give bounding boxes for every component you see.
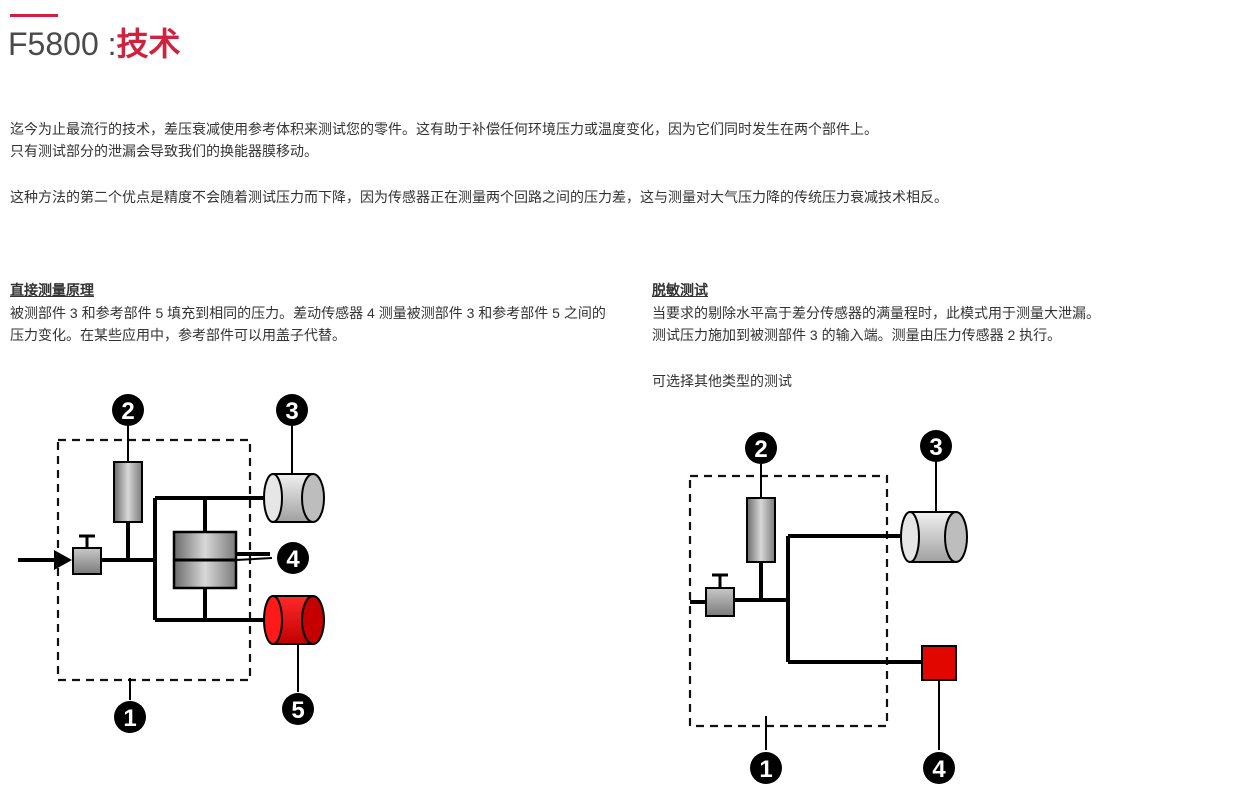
marker-1-label: 1 [123,705,136,732]
leader-lines [127,426,299,700]
intro-line-1: 迄今为止最流行的技术，差压衰减使用参考体积来测试您的零件。这有助于补偿任何环境压… [10,121,878,137]
marker-1: 1 [114,701,146,733]
marker-2-label: 2 [754,436,767,463]
marker-5: 5 [282,693,314,725]
desensitized-text-3: 可选择其他类型的测试 [652,373,792,389]
marker-3: 3 [920,430,952,462]
valve-icon [705,573,735,617]
marker-2: 2 [112,394,144,426]
direct-measurement-diagram: 2 3 4 1 5 [18,394,325,733]
marker-3: 3 [276,394,308,426]
marker-4-label: 4 [286,546,300,573]
leader-lines [760,462,940,750]
marker-4-label: 4 [932,756,946,783]
marker-1-label: 1 [759,756,772,783]
pressure-sensor [113,461,143,523]
inlet-arrow-icon [18,550,72,570]
title-model: F5800 [8,26,99,62]
marker-5-label: 5 [291,697,304,724]
differential-sensor [172,530,238,590]
page-title: F5800 :技术 [8,24,181,64]
title-accent: 技术 [116,26,181,62]
marker-4: 4 [923,752,955,784]
test-part-cylinder [900,511,968,563]
reference-part-cylinder [263,595,325,645]
marker-2-label: 2 [121,398,134,425]
valve-icon [72,534,102,575]
intro-line-3: 这种方法的第二个优点是精度不会随着测试压力而下降，因为传感器正在测量两个回路之间… [10,189,948,205]
marker-2: 2 [745,432,777,464]
marker-4: 4 [277,542,309,574]
test-part-cylinder [263,473,325,523]
reference-block [921,645,957,681]
marker-1: 1 [750,752,782,784]
desensitized-test-diagram: 2 3 1 4 [688,430,968,784]
desensitized-text-2: 测试压力施加到被测部件 3 的输入端。测量由压力传感器 2 执行。 [652,327,1062,343]
pipework [734,534,922,664]
intro-line-2: 只有测试部分的泄漏会导致我们的换能器膜移动。 [10,143,318,159]
desensitized-text-1: 当要求的剔除水平高于差分传感器的满量程时，此模式用于测量大泄漏。 [652,305,1100,321]
title-separator: : [98,26,117,62]
desensitized-test-heading: 脱敏测试 [652,282,708,298]
title-accent-bar [10,14,58,17]
marker-3-label: 3 [929,434,942,461]
pressure-sensor [746,497,776,563]
instrument-enclosure [688,474,889,728]
marker-3-label: 3 [285,398,298,425]
direct-measurement-heading: 直接测量原理 [10,282,94,298]
pipework [101,496,275,622]
direct-measurement-text: 被测部件 3 和参考部件 5 填充到相同的压力。差动传感器 4 测量被测部件 3… [10,305,606,343]
